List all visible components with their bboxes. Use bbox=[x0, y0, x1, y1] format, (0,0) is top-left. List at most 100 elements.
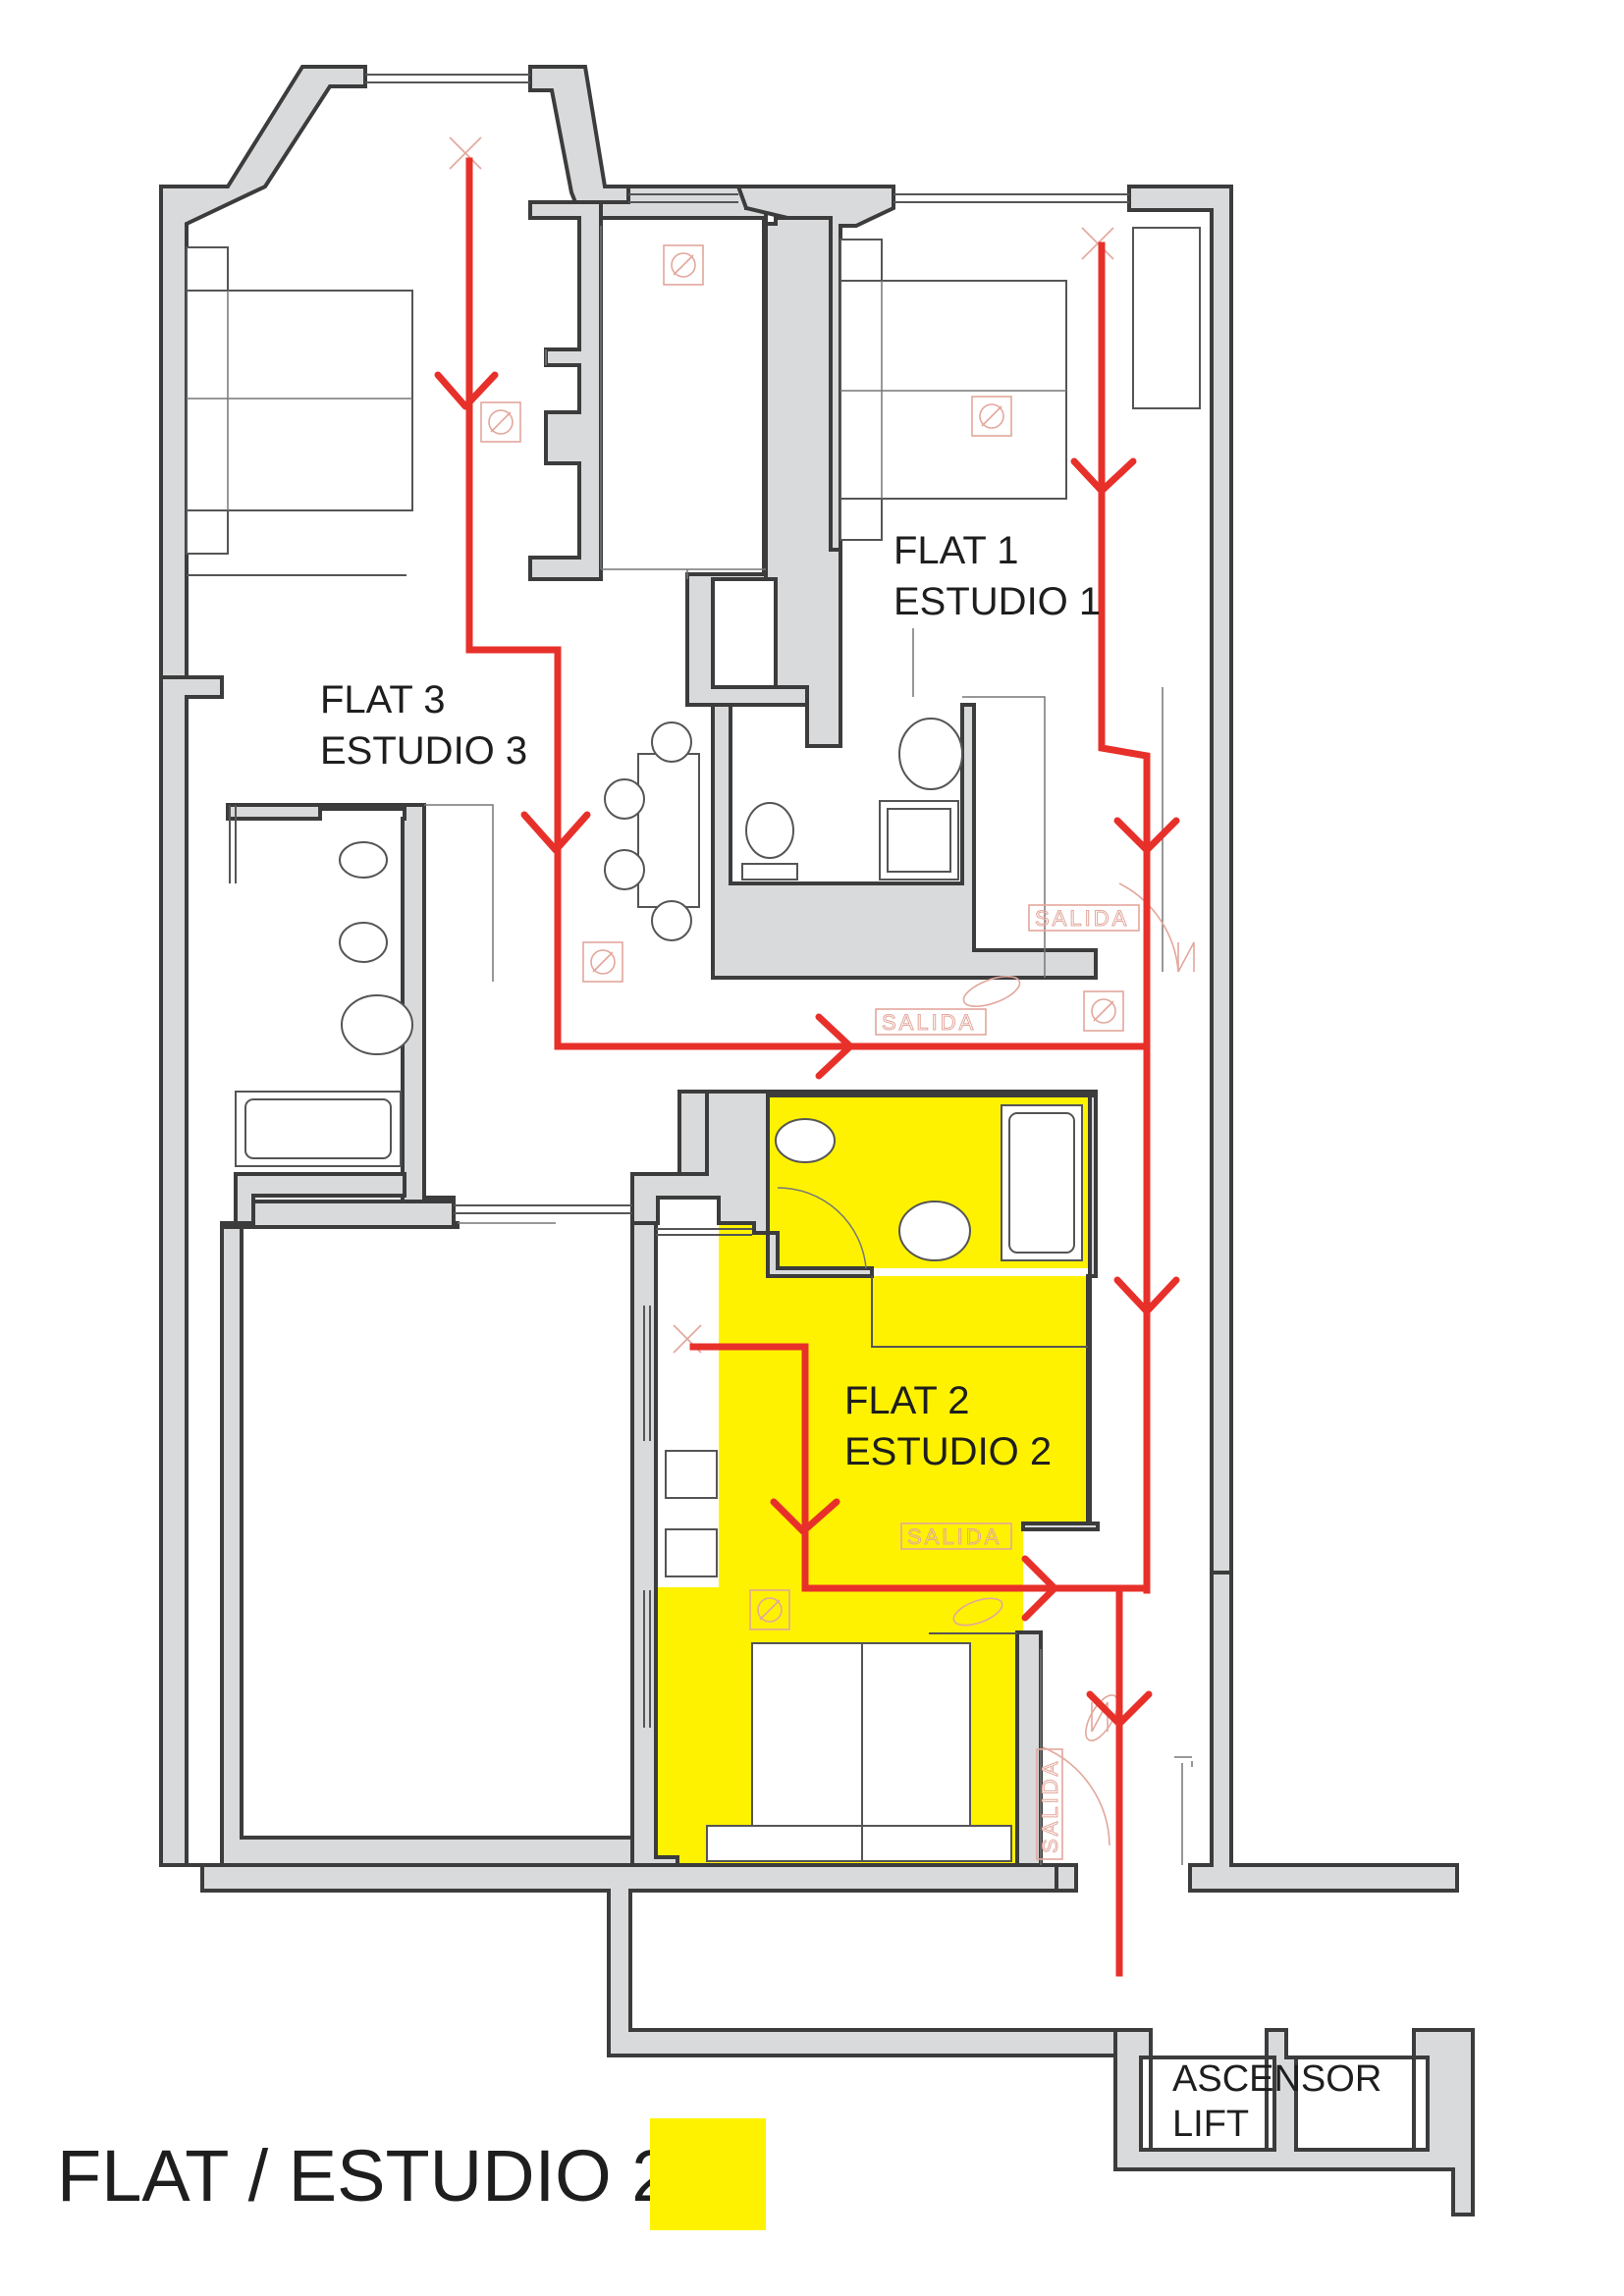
smoke-detector-2-circle bbox=[488, 409, 514, 435]
smoke-detector-1 bbox=[663, 244, 704, 286]
smoke-detector-5-slash bbox=[1093, 1000, 1114, 1022]
desk-flat-1 bbox=[1132, 227, 1201, 409]
nightstand-flat-1-a bbox=[839, 239, 883, 282]
light-mark-1 bbox=[449, 136, 482, 170]
chair-2 bbox=[604, 778, 645, 820]
window-flat3-left bbox=[229, 805, 237, 883]
nightstand-flat-3-a bbox=[186, 246, 229, 292]
toilet-flat-1-tank bbox=[741, 863, 798, 881]
central-wall bbox=[764, 216, 842, 748]
windows bbox=[229, 74, 1129, 1728]
exit-sign-box-1 bbox=[1028, 904, 1140, 932]
sink-flat-2 bbox=[898, 1201, 971, 1261]
toilet-flat-3-b bbox=[339, 922, 388, 963]
wardrobe-wall bbox=[528, 200, 603, 581]
flat-2-door-arc bbox=[777, 1187, 867, 1269]
left-room-inner bbox=[220, 1225, 634, 1867]
exit-arc-2 bbox=[1042, 1746, 1110, 1846]
flat-2-bath-wall bbox=[766, 1231, 874, 1278]
route-arrow-1 bbox=[434, 371, 499, 410]
bed-flat-3-detail bbox=[187, 291, 412, 510]
outer-wall-right-lower bbox=[1188, 1571, 1459, 1893]
n-mark-1 bbox=[1177, 941, 1195, 973]
bed-flat-1-detail bbox=[840, 281, 1066, 499]
labels: FLAT 1 ESTUDIO 1 FLAT 3 ESTUDIO 3 FLAT 2… bbox=[320, 529, 1381, 2145]
smoke-detector-4 bbox=[582, 941, 623, 983]
flat-1-alt-label: ESTUDIO 1 bbox=[893, 580, 1101, 623]
smoke-detector-1-circle bbox=[671, 252, 696, 278]
route-arrow-7 bbox=[770, 1498, 840, 1535]
smoke-detector-3-circle bbox=[979, 403, 1004, 429]
exit-sign-4: SALIDA bbox=[1038, 1759, 1062, 1853]
smoke-detector-5 bbox=[1083, 990, 1124, 1032]
n-mark-2 bbox=[1091, 1701, 1109, 1733]
route-arrow-5 bbox=[1113, 817, 1180, 854]
wall-bottom-right-stub bbox=[1055, 1863, 1078, 1893]
flat-2-label: FLAT 2 bbox=[844, 1379, 969, 1422]
route-arrow-9 bbox=[1086, 1690, 1153, 1728]
smoke-detector-6 bbox=[749, 1589, 790, 1630]
window-flat3-room bbox=[628, 193, 738, 203]
smoke-detector-6-slash bbox=[759, 1599, 781, 1621]
nightstand-flat-1-b bbox=[839, 498, 883, 541]
exit-sign-3: SALIDA bbox=[907, 1524, 1001, 1549]
lift-label-1: ASCENSOR bbox=[1172, 2058, 1381, 2100]
shower-tray-flat-1-inner bbox=[887, 808, 951, 873]
bathtub-flat-2-inner bbox=[1008, 1112, 1075, 1254]
emergency-light-2 bbox=[952, 1597, 1003, 1627]
window-flat1-top bbox=[893, 193, 1129, 203]
left-room-wall bbox=[220, 1200, 460, 1229]
smoke-detector-2 bbox=[480, 401, 521, 443]
exit-sign-box-3 bbox=[900, 1522, 1012, 1550]
lift-2-box bbox=[1294, 2056, 1416, 2152]
toilet-flat-3-a bbox=[339, 841, 388, 879]
exit-sign-box-4 bbox=[1036, 1748, 1063, 1860]
lift-1-box bbox=[1149, 2056, 1269, 2152]
route-flat-1 bbox=[1098, 241, 1151, 1594]
smoke-detector-5-circle bbox=[1091, 998, 1116, 1024]
light-mark-2 bbox=[1081, 227, 1114, 260]
window-flat2-left-2 bbox=[643, 1590, 651, 1728]
chair-1 bbox=[651, 721, 692, 763]
lift-label-2: LIFT bbox=[1172, 2104, 1249, 2145]
bed-flat-3 bbox=[186, 290, 413, 511]
smoke-detector-4-circle bbox=[590, 949, 616, 975]
route-flat-3 bbox=[465, 157, 1151, 1050]
legend: FLAT / ESTUDIO 2 bbox=[57, 2118, 766, 2230]
legend-swatch bbox=[650, 2118, 766, 2230]
entrance-door-arc bbox=[1181, 1761, 1193, 1865]
armchair-flat-2-b bbox=[665, 1528, 718, 1577]
toilet-flat-2 bbox=[775, 1118, 836, 1163]
flat-3-alt-label: ESTUDIO 3 bbox=[320, 729, 527, 773]
window-bottom-left-room bbox=[454, 1204, 632, 1214]
flat-3-label: FLAT 3 bbox=[320, 678, 445, 721]
flat-2-alt-label: ESTUDIO 2 bbox=[844, 1430, 1052, 1473]
smoke-detector-3 bbox=[971, 396, 1012, 437]
smoke-detector-3-slash bbox=[981, 405, 1002, 427]
toilet-flat-1 bbox=[745, 802, 794, 859]
flat-2-wall-top bbox=[630, 1090, 1098, 1235]
signage: SALIDA SALIDA SALIDA SALIDA bbox=[449, 136, 1195, 1860]
flat-2-kitchen-counter bbox=[871, 1276, 1088, 1348]
exit-sign-1: SALIDA bbox=[1035, 906, 1129, 931]
outer-wall-bay-right bbox=[528, 65, 630, 204]
window-bay-top bbox=[365, 74, 530, 83]
exit-sign-box-2 bbox=[875, 1008, 987, 1036]
central-column bbox=[677, 1090, 709, 1176]
nightstand-flat-3-b bbox=[186, 509, 229, 555]
bed-flat-2-footboard bbox=[706, 1825, 1012, 1862]
wardrobe-lines bbox=[545, 226, 688, 579]
chair-3 bbox=[604, 849, 645, 890]
route-flat-2 bbox=[689, 1343, 1151, 1592]
route-arrow-6 bbox=[1113, 1276, 1180, 1315]
bathtub-flat-3-inner bbox=[244, 1098, 392, 1159]
smoke-detector-2-slash bbox=[490, 411, 512, 433]
exit-sign-2: SALIDA bbox=[882, 1010, 976, 1035]
flat-1-label: FLAT 1 bbox=[893, 529, 1018, 572]
smoke-detector-6-circle bbox=[757, 1597, 783, 1623]
furniture bbox=[186, 226, 1201, 1865]
smoke-detector-1-slash bbox=[673, 254, 694, 276]
legend-text: FLAT / ESTUDIO 2 bbox=[57, 2135, 672, 2216]
smoke-detector-4-slash bbox=[592, 951, 614, 973]
